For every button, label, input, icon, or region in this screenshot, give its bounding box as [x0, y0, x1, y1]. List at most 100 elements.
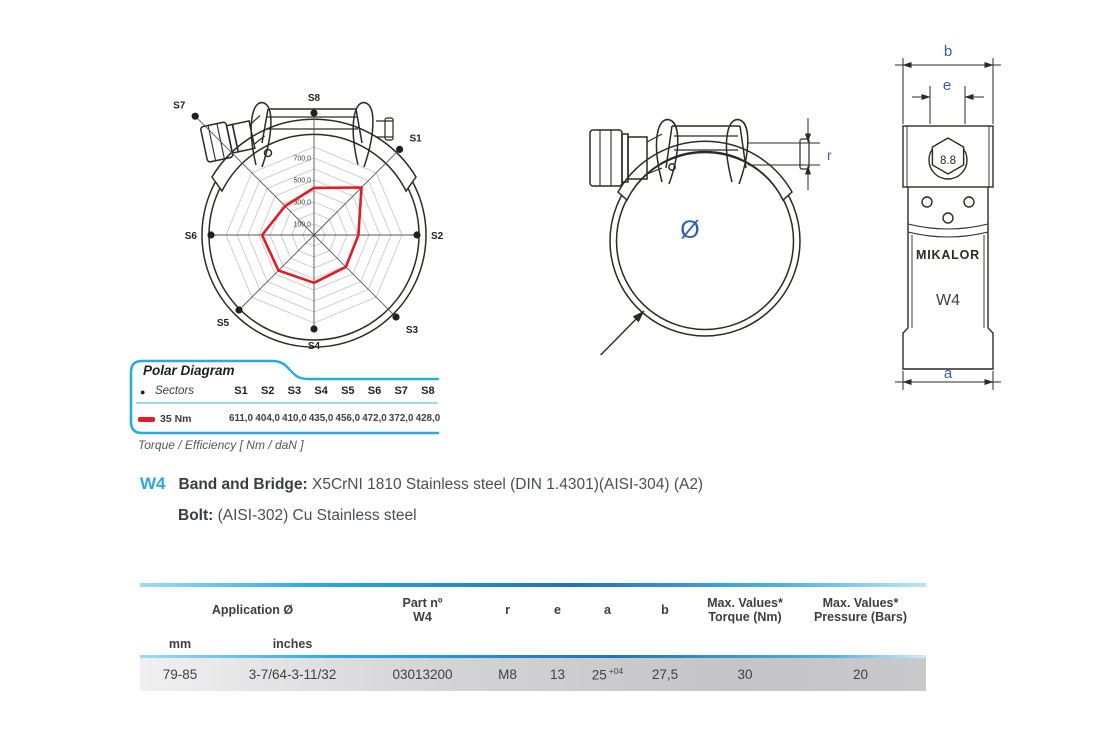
cell-torque: 30	[737, 667, 753, 682]
a-dimension-label: a	[944, 365, 953, 382]
model-heading: W4	[140, 474, 166, 493]
col-header-r: r	[505, 603, 510, 617]
left-hook	[655, 118, 679, 185]
legend-frame	[129, 359, 440, 435]
col-header-mm: mm	[168, 637, 192, 651]
legend-sector-header: S3	[287, 385, 302, 397]
legend-sectors-label: Sectors	[155, 385, 194, 397]
cell-inches: 3-7/64-3-11/32	[248, 667, 337, 682]
col-header-inches: inches	[272, 637, 313, 651]
materials-section: W4 Band and Bridge: X5CrNI 1810 Stainless…	[140, 474, 703, 525]
clamp-top-drawing: b e a 8.8 MIKALOR W4	[895, 43, 1001, 390]
legend-series-label: 35 Nm	[160, 413, 192, 425]
band-hole	[942, 212, 954, 224]
sector-dot-icon: ●	[140, 387, 146, 397]
sector-label: S4	[308, 341, 321, 352]
band-art	[902, 125, 994, 370]
cell-part: 03013200	[392, 667, 453, 682]
band-label: Band and Bridge:	[178, 476, 308, 493]
legend-sector-header: S8	[421, 385, 435, 397]
brand-logo: MIKALOR	[916, 248, 980, 262]
dimension-lines	[895, 58, 1001, 390]
radar-tick-label: 100,0	[293, 222, 311, 229]
table-mid-rule	[140, 655, 926, 658]
right-hook	[725, 118, 749, 185]
legend-sector-value: 428,0	[415, 413, 441, 424]
sector-dot-icon	[310, 325, 318, 333]
sector-dot-icon	[396, 145, 404, 153]
band-material-line: W4 Band and Bridge: X5CrNI 1810 Stainless…	[140, 474, 703, 494]
legend-sector-header: S6	[367, 385, 382, 397]
cell-r: M8	[498, 667, 517, 682]
col-header-b: b	[661, 603, 669, 617]
table-header-row: Application Ø Part nº W4 r e a b Max. Va…	[140, 587, 926, 633]
sector-dot-icon	[413, 231, 421, 239]
legend-sector-value: 472,0	[362, 413, 387, 424]
sector-dot-icon	[392, 313, 400, 321]
legend-sector-value: 435,0	[308, 413, 334, 424]
diameter-arrow	[578, 310, 645, 355]
right-hook	[352, 101, 374, 168]
legend-sector-value: 404,0	[255, 413, 280, 424]
cell-b: 27,5	[651, 667, 679, 682]
legend-sector-value: 456,0	[335, 413, 361, 424]
bolt-grade-marking: 8.8	[940, 155, 956, 167]
col-header-torque: Max. Values* Torque (Nm)	[707, 596, 783, 624]
col-header-a: a	[604, 603, 611, 617]
legend-sector-header: S2	[260, 385, 275, 397]
table-subheader-row: mm inches	[140, 633, 926, 655]
radar-axis-line	[194, 115, 315, 236]
sector-dot-icon	[235, 306, 243, 314]
sector-label: S6	[185, 231, 198, 242]
radar-series-35nm	[260, 186, 363, 285]
legend-sector-header: S1	[234, 385, 248, 397]
cell-a: 25+04	[591, 666, 624, 683]
legend-sector-header: S7	[394, 385, 408, 397]
sector-label: S5	[217, 318, 230, 329]
sector-label: S1	[410, 134, 423, 145]
rivet-hole	[263, 148, 273, 158]
sector-dot-icon	[207, 231, 215, 239]
bolt-hex-head	[589, 129, 623, 187]
cell-e: 13	[549, 667, 566, 682]
legend-sector-value: 410,0	[282, 413, 307, 424]
legend-sector-value: 372,0	[388, 413, 414, 424]
band-value: X5CrNI 1810 Stainless steel (DIN 1.4301)…	[311, 476, 704, 493]
clamp-side-art	[589, 118, 820, 337]
legend-title: Polar Diagram	[143, 363, 235, 378]
band-hole	[963, 196, 975, 208]
rivet-hole	[668, 163, 676, 171]
hex-bolt-head	[931, 137, 965, 175]
radar-tick-label: 700,0	[293, 156, 311, 163]
table-row: 79-85 3-7/64-3-11/32 03013200 M8 13 25+0…	[140, 658, 926, 691]
col-header-part: Part nº W4	[402, 596, 443, 624]
bolt-side-view	[200, 115, 265, 163]
band-hole	[921, 196, 933, 208]
r-dimension-label: r	[827, 148, 832, 163]
diagram-caption: Torque / Efficiency [ Nm / daN ]	[138, 438, 304, 452]
radar-axis-line	[313, 149, 400, 236]
diameter-symbol: Ø	[680, 216, 699, 244]
b-dimension-label: b	[944, 43, 952, 60]
clamp-side-drawing: Ø r	[578, 118, 832, 355]
cell-pressure: 20	[852, 667, 869, 682]
col-header-e: e	[554, 603, 561, 617]
radar-tick-label: 500,0	[293, 178, 311, 185]
radar-tick-label: 300,0	[293, 200, 311, 207]
bolt-value: (AISI-302) Cu Stainless steel	[217, 507, 417, 524]
series-dash-icon	[138, 417, 155, 422]
legend-sector-header: S5	[341, 385, 355, 397]
bolt-label: Bolt:	[178, 507, 214, 524]
col-header-pressure: Max. Values* Pressure (Bars)	[813, 596, 908, 624]
sector-label: S3	[406, 325, 419, 336]
radar-axis-line	[238, 234, 315, 311]
model-marking: W4	[936, 292, 960, 309]
legend-sector-value: 611,0	[229, 413, 253, 424]
table-top-rule	[140, 583, 926, 587]
sector-label: S8	[308, 93, 321, 104]
bolt-material-line: Bolt: (AISI-302) Cu Stainless steel	[140, 507, 703, 525]
